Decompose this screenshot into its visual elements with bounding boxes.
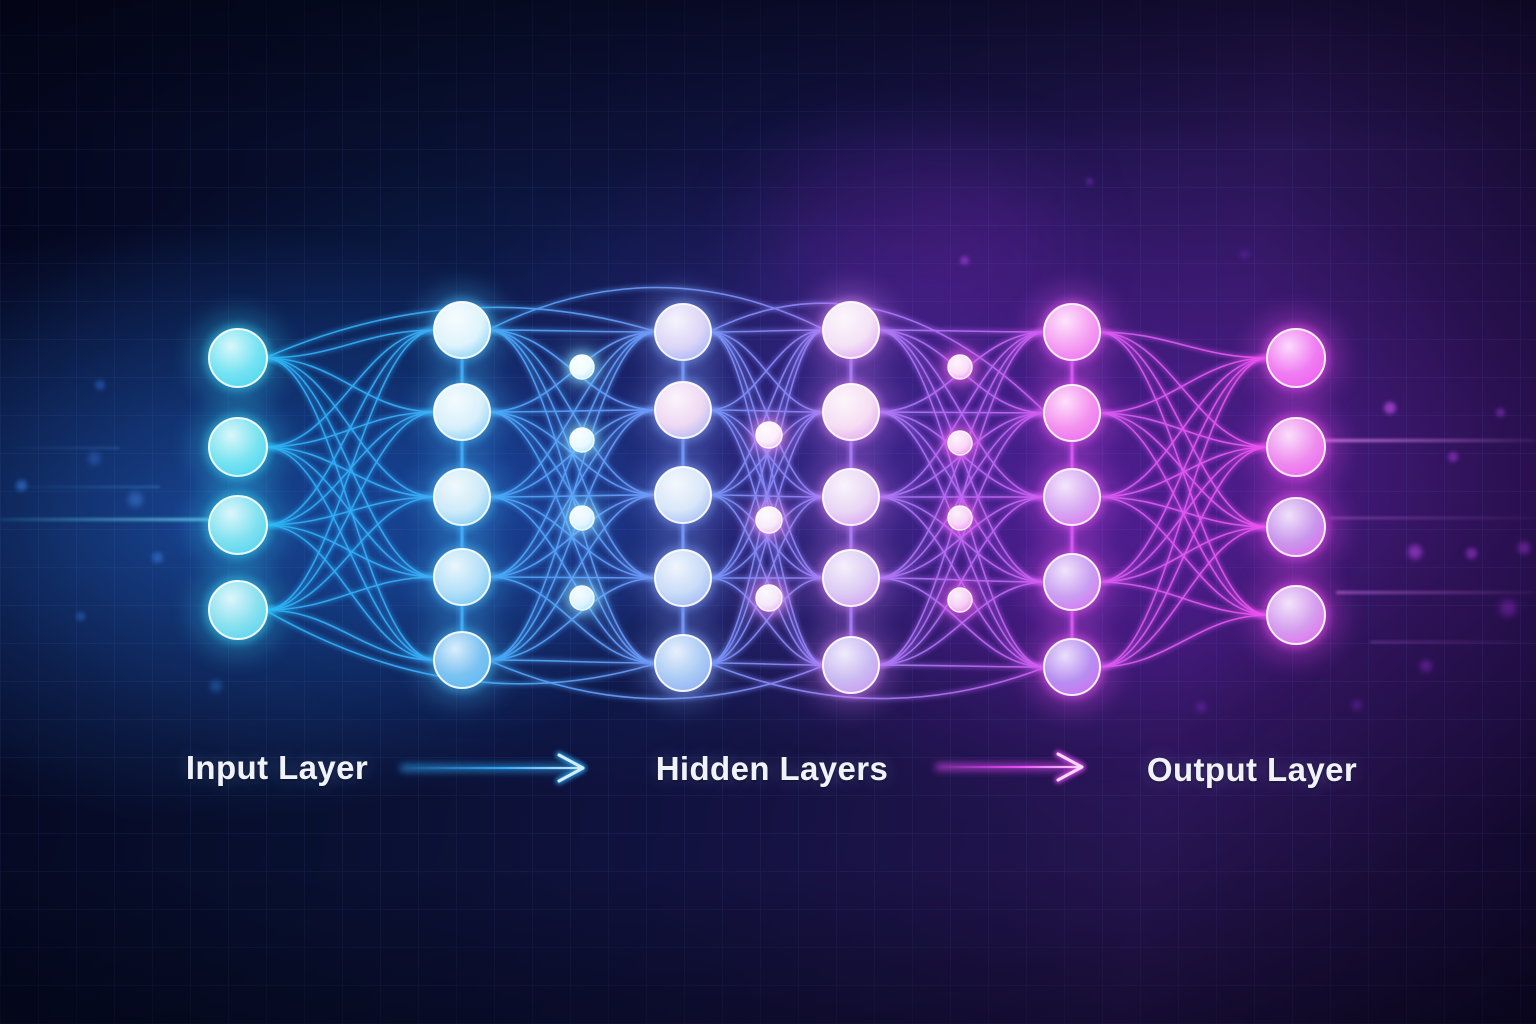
hidden-layer-4-node-3 bbox=[1024, 449, 1120, 545]
input-to-hidden-arrow bbox=[400, 751, 587, 785]
hidden-layer-3-node-2 bbox=[803, 364, 899, 460]
hidden-layer-4-node-1 bbox=[1024, 284, 1120, 380]
hidden-layer-3-node-5 bbox=[803, 617, 899, 713]
hidden-layer-3-node-3 bbox=[803, 449, 899, 545]
input-layer-node-4 bbox=[188, 560, 288, 660]
hidden-layer-1-node-5 bbox=[414, 612, 510, 708]
hidden-layers-label: Hidden Layers bbox=[655, 750, 889, 787]
hidden-layer-4-node-2 bbox=[1024, 365, 1120, 461]
interlink-2-node-3 bbox=[746, 575, 792, 621]
hidden-layer-2-node-2 bbox=[635, 362, 731, 458]
output-layer-node-4 bbox=[1246, 565, 1346, 665]
interlink-3-node-1 bbox=[939, 346, 981, 388]
hidden-layer-3-node-1 bbox=[803, 282, 899, 378]
interlink-1-node-3 bbox=[561, 497, 603, 539]
hidden-layer-2-node-3 bbox=[635, 447, 731, 543]
input-layer-node-3 bbox=[188, 475, 288, 575]
hidden-layer-2-node-4 bbox=[635, 530, 731, 626]
output-layer-node-3 bbox=[1246, 477, 1346, 577]
output-layer-label: Output Layer bbox=[1146, 751, 1358, 788]
interlink-3-node-3 bbox=[939, 497, 981, 539]
interlink-2-node-1 bbox=[746, 412, 792, 458]
input-layer-label: Input Layer bbox=[185, 749, 369, 786]
interlink-3-node-4 bbox=[939, 579, 981, 621]
hidden-to-output-arrow bbox=[935, 750, 1086, 784]
interlink-2-node-2 bbox=[746, 497, 792, 543]
hidden-layer-4-node-4 bbox=[1024, 534, 1120, 630]
hidden-layer-1-node-2 bbox=[414, 364, 510, 460]
interlink-3-node-2 bbox=[939, 422, 981, 464]
interlink-1-node-2 bbox=[561, 419, 603, 461]
hidden-layer-1-node-4 bbox=[414, 529, 510, 625]
hidden-layer-1-node-1 bbox=[414, 282, 510, 378]
interlink-1-node-4 bbox=[561, 577, 603, 619]
hidden-layer-3-node-4 bbox=[803, 530, 899, 626]
interlink-1-node-1 bbox=[561, 346, 603, 388]
input-layer-node-1 bbox=[188, 308, 288, 408]
hidden-layer-4-node-5 bbox=[1024, 619, 1120, 715]
hidden-layer-2-node-5 bbox=[635, 615, 731, 711]
output-layer-node-1 bbox=[1246, 308, 1346, 408]
